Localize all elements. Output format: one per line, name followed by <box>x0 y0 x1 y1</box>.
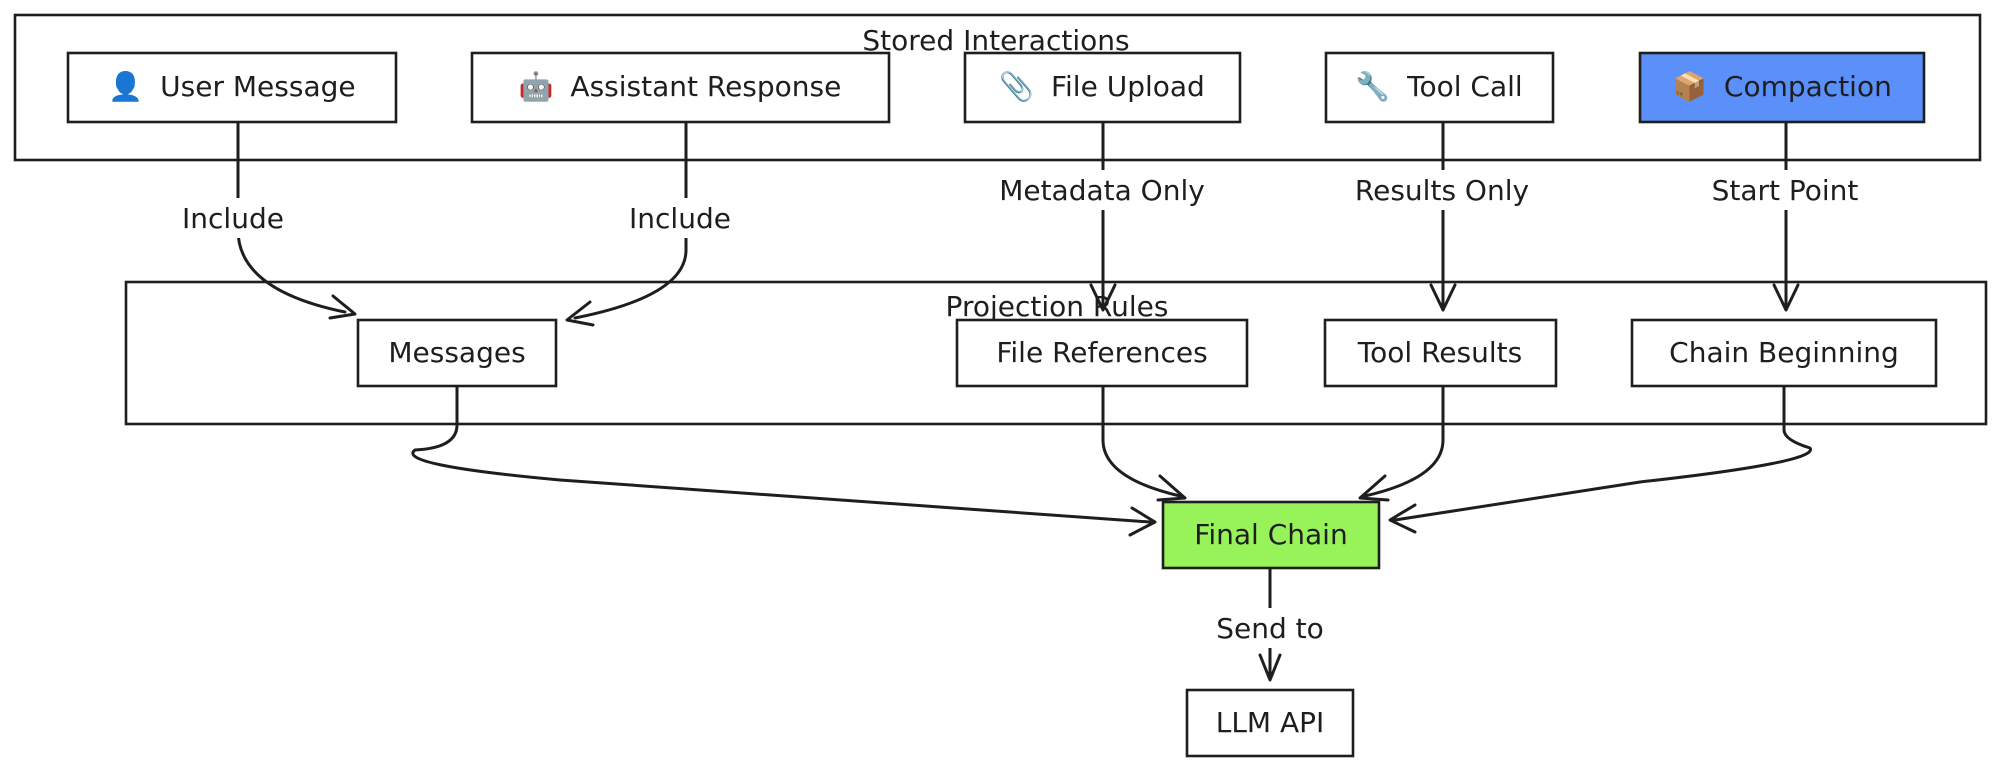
node-llm-api-box <box>1185 688 1355 758</box>
node-assistant-response-box <box>470 51 891 124</box>
node-compaction-label: Compaction <box>1724 70 1892 103</box>
node-file-upload-label: File Upload <box>1051 70 1205 103</box>
edge-label-bg <box>1205 608 1335 648</box>
stored-interactions-group <box>13 13 1982 162</box>
node-final-chain-box <box>1161 500 1381 570</box>
node-final-chain[interactable]: Final Chain <box>1161 500 1381 570</box>
edge-assistant-include <box>573 120 688 320</box>
edge-label-file-metadata: Metadata Only <box>999 174 1205 207</box>
node-assistant-response-text: 🤖 Assistant Response <box>519 70 842 103</box>
node-tool-results-label: Tool Results <box>1357 336 1522 369</box>
edge-label-bg <box>990 170 1215 210</box>
node-file-upload-text: 📎 File Upload <box>999 69 1205 103</box>
node-messages-box <box>356 318 558 388</box>
node-tool-results-box <box>1323 318 1558 388</box>
edge-toolresults-final <box>1363 384 1445 498</box>
edge-filerefs-final-arrowhead <box>1156 474 1187 502</box>
node-chain-beginning-label: Chain Beginning <box>1669 336 1899 369</box>
edge-label-user-include: Include <box>182 202 284 235</box>
wrench-icon: 🔧 <box>1355 69 1390 103</box>
edge-messages-final-arrowhead <box>1128 506 1157 537</box>
node-user-message-label: User Message <box>160 70 355 103</box>
node-tool-call-box <box>1324 51 1555 124</box>
node-assistant-response[interactable]: 🤖 Assistant Response <box>470 51 891 124</box>
paperclip-icon: 📎 <box>999 69 1034 103</box>
edge-tool-results-only-arrowhead <box>1429 283 1457 312</box>
edge-assistant-include-arrowhead <box>565 300 595 327</box>
node-file-upload[interactable]: 📎 File Upload <box>963 51 1242 124</box>
edge-label-send-to: Send to <box>1216 612 1324 645</box>
projection-rules-title: Projection Rules <box>946 290 1169 323</box>
edge-compaction-start-arrowhead <box>1772 283 1800 312</box>
node-file-references-label: File References <box>996 336 1207 369</box>
node-file-upload-box <box>963 51 1242 124</box>
edge-send-to-arrowhead <box>1258 653 1282 682</box>
node-llm-api[interactable]: LLM API <box>1185 688 1355 758</box>
edge-label-bg <box>175 198 295 238</box>
node-tool-call-text: 🔧 Tool Call <box>1355 69 1522 103</box>
node-messages[interactable]: Messages <box>356 318 558 388</box>
edge-label-compaction-start: Start Point <box>1712 174 1859 207</box>
node-file-references[interactable]: File References <box>955 318 1249 388</box>
package-icon: 📦 <box>1672 70 1707 103</box>
edge-chain-final <box>1393 384 1812 522</box>
node-user-message-box <box>66 51 398 124</box>
edge-label-bg <box>1345 170 1540 210</box>
node-tool-call-label: Tool Call <box>1406 70 1523 103</box>
node-compaction-text: 📦 Compaction <box>1672 70 1892 103</box>
node-tool-results[interactable]: Tool Results <box>1323 318 1558 388</box>
node-final-chain-label: Final Chain <box>1194 518 1347 551</box>
edge-toolresults-final-arrowhead <box>1358 474 1390 502</box>
node-user-message-text: 👤 User Message <box>108 70 355 103</box>
edge-messages-final <box>411 384 1152 524</box>
node-tool-call[interactable]: 🔧 Tool Call <box>1324 51 1555 124</box>
projection-rules-group <box>124 280 1988 426</box>
edge-labels: Include Include Metadata Only Results On… <box>175 170 1880 648</box>
user-icon: 👤 <box>108 70 143 103</box>
node-user-message[interactable]: 👤 User Message <box>66 51 398 124</box>
node-llm-api-label: LLM API <box>1216 706 1325 739</box>
node-chain-beginning-box <box>1630 318 1938 388</box>
node-messages-label: Messages <box>388 336 525 369</box>
stored-interactions-title: Stored Interactions <box>862 24 1129 57</box>
robot-icon: 🤖 <box>519 70 554 103</box>
edge-label-bg <box>622 198 742 238</box>
edge-chain-final-arrowhead <box>1388 503 1417 534</box>
edges <box>236 120 1812 682</box>
edge-filerefs-final <box>1101 384 1182 498</box>
edge-label-assistant-include: Include <box>629 202 731 235</box>
node-chain-beginning[interactable]: Chain Beginning <box>1630 318 1938 388</box>
edge-file-metadata-arrowhead <box>1089 283 1117 312</box>
node-file-references-box <box>955 318 1249 388</box>
edge-user-include-arrowhead <box>328 294 357 320</box>
edge-label-bg <box>1690 170 1880 210</box>
node-assistant-response-label: Assistant Response <box>570 70 841 103</box>
edge-label-tool-results-only: Results Only <box>1355 174 1529 207</box>
node-compaction-box <box>1638 51 1926 124</box>
node-compaction[interactable]: 📦 Compaction <box>1638 51 1926 124</box>
